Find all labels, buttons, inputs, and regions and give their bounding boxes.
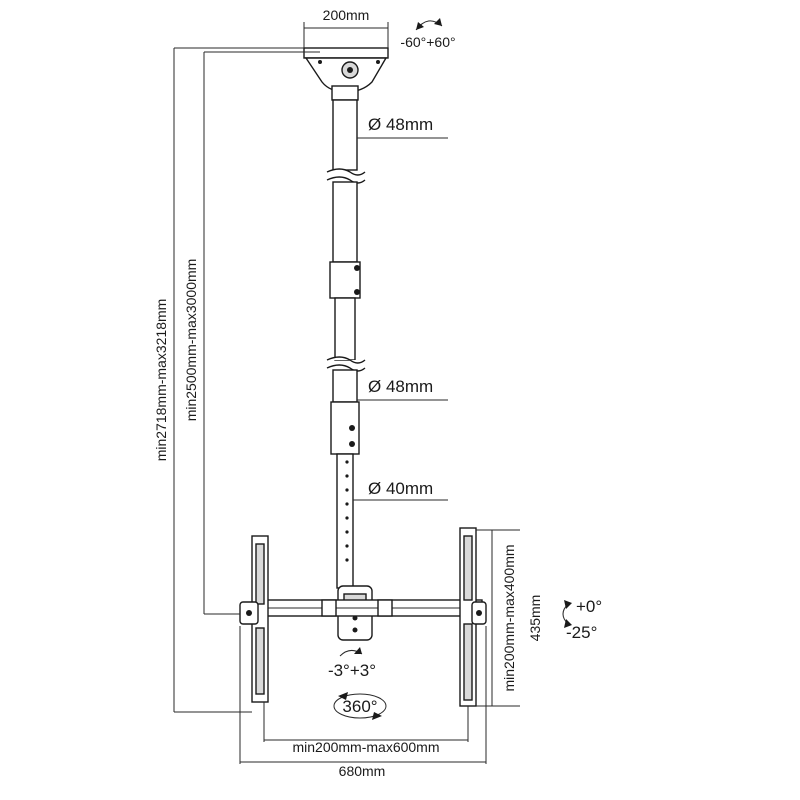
swivel-label: -3°+3° <box>328 661 376 680</box>
tilt-tv-plus-label: +0° <box>576 597 602 616</box>
tilt-tv-minus-label: -25° <box>566 623 597 642</box>
vesa-width-label: min200mm-max600mm <box>292 739 439 755</box>
pole <box>326 99 366 589</box>
tilt-top-arrow-icon <box>415 18 443 31</box>
bracket-height-label: min200mm-max400mm <box>501 544 517 691</box>
rotation-360-icon <box>333 692 387 720</box>
total-width-label: 680mm <box>339 763 386 779</box>
overall-height-label: min2718mm-max3218mm <box>153 299 169 462</box>
plate-width-label: 200mm <box>323 7 370 23</box>
ceiling-plate <box>303 47 389 101</box>
left-bracket <box>239 535 269 703</box>
dimension-lines <box>173 22 520 764</box>
tube-diameter-top-label: Ø 48mm <box>368 115 433 134</box>
tube-diameter-mid-label: Ø 48mm <box>368 377 433 396</box>
swivel-arrow-icon <box>339 647 363 657</box>
height-435-label: 435mm <box>527 595 543 642</box>
right-bracket <box>459 527 487 707</box>
pole-height-label: min2500mm-max3000mm <box>183 259 199 422</box>
tilt-tv-arrow-icon <box>562 600 572 628</box>
tilt-top-label: -60°+60° <box>400 34 455 50</box>
tube-diameter-low-label: Ø 40mm <box>368 479 433 498</box>
rotation-label: 360° <box>342 697 377 716</box>
horizontal-bar <box>255 599 483 617</box>
